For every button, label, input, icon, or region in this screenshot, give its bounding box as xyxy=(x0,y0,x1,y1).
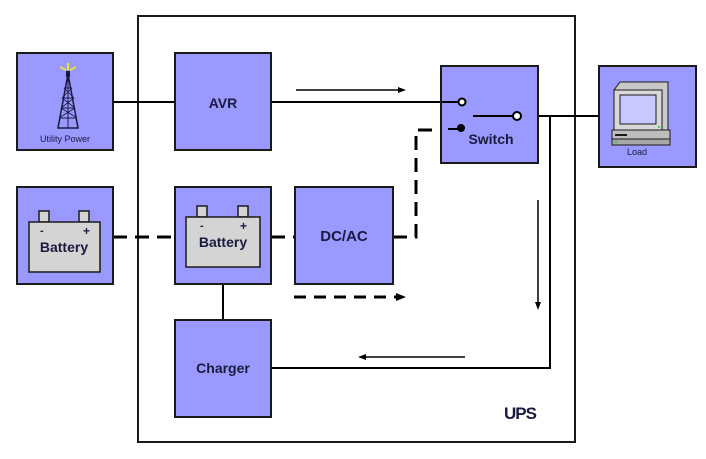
arrow-charger-flow xyxy=(358,354,465,360)
wire-output-charger xyxy=(271,116,551,369)
battery-icon: - + Battery xyxy=(185,205,261,268)
external-battery-block: - + Battery xyxy=(16,186,114,285)
dcac-block: DC/AC xyxy=(294,186,394,285)
utility-power-block: Utility Power xyxy=(16,52,114,151)
switch-contact-2 xyxy=(457,124,465,132)
load-block: Load xyxy=(598,65,697,168)
internal-battery-block: - + Battery xyxy=(174,186,272,285)
battery-minus-label: - xyxy=(40,225,44,237)
arrow-avr-flow xyxy=(296,87,406,93)
wire-dcac-switch xyxy=(393,128,440,239)
battery-minus-label: - xyxy=(200,220,204,232)
computer-monitor-icon xyxy=(611,81,671,146)
ups-title: UPS xyxy=(504,404,537,423)
switch-contact-1 xyxy=(457,97,467,107)
switch-pivot xyxy=(512,111,522,121)
avr-block: AVR xyxy=(174,52,272,151)
arrow-down-flow xyxy=(535,200,541,310)
dcac-label: DC/AC xyxy=(320,228,368,245)
load-label: Load xyxy=(627,147,647,157)
avr-label: AVR xyxy=(209,95,238,111)
charger-label: Charger xyxy=(196,360,250,376)
utility-power-label: Utility Power xyxy=(40,134,90,144)
charger-block: Charger xyxy=(174,319,272,418)
battery-plus-label: + xyxy=(83,224,90,238)
arrow-dcac-flow xyxy=(294,293,406,301)
spark-icon xyxy=(59,63,77,71)
battery-plus-label: + xyxy=(240,219,247,233)
external-battery-label: Battery xyxy=(40,239,88,255)
switch-block: Switch xyxy=(440,65,539,164)
switch-label: Switch xyxy=(468,131,513,147)
transmission-tower-icon xyxy=(57,63,79,129)
internal-battery-label: Battery xyxy=(199,234,247,250)
battery-icon: - + Battery xyxy=(28,210,101,273)
